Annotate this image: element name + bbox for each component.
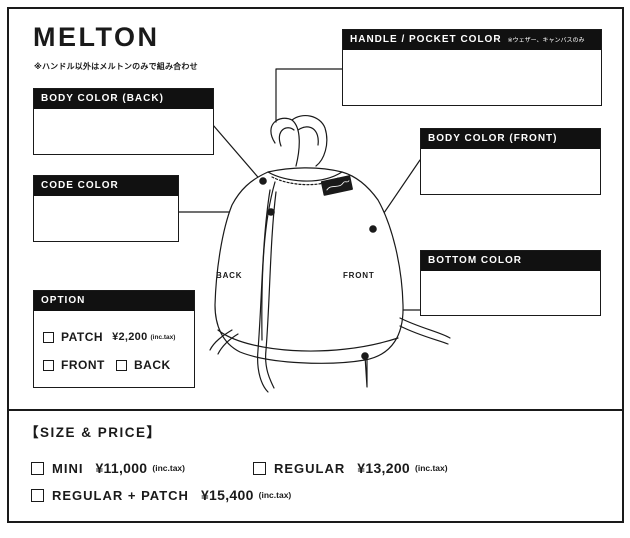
size-regular[interactable]: REGULAR ¥13,200 (inc.tax) [253, 460, 448, 476]
body-front-color-header: BODY COLOR (FRONT) [421, 129, 600, 149]
size-regular-patch-price: ¥15,400 [200, 487, 254, 503]
body-back-color-header: BODY COLOR (BACK) [34, 89, 213, 109]
bottom-color-box[interactable]: BOTTOM COLOR [420, 250, 601, 316]
size-regular-price: ¥13,200 [357, 460, 410, 476]
size-mini[interactable]: MINI ¥11,000 (inc.tax) [31, 460, 185, 476]
option-patch-price: ¥2,200 [112, 331, 148, 343]
size-mini-tax: (inc.tax) [152, 463, 185, 473]
handle-pocket-color-header: HANDLE / POCKET COLOR※ウェザー、キャンバスのみ [343, 30, 601, 50]
option-header: OPTION [34, 291, 194, 311]
size-regular-patch-tax: (inc.tax) [258, 490, 292, 500]
bag-label-back: BACK [216, 271, 243, 280]
bottom-color-header: BOTTOM COLOR [421, 251, 600, 271]
page-subtitle: ※ハンドル以外はメルトンのみで組み合わせ [34, 62, 198, 71]
body-back-color-box[interactable]: BODY COLOR (BACK) [33, 88, 214, 155]
size-price-title: 【SIZE & PRICE】 [25, 425, 162, 440]
bag-label-front: FRONT [343, 271, 375, 280]
option-back[interactable]: BACK [116, 358, 171, 372]
option-box: OPTION PATCH ¥2,200 (inc.tax) FRONT BACK [33, 290, 195, 388]
size-regular-patch[interactable]: REGULAR + PATCH ¥15,400 (inc.tax) [31, 487, 291, 503]
option-front[interactable]: FRONT [43, 358, 105, 372]
option-patch-tax: (inc.tax) [150, 333, 176, 341]
size-regular-tax: (inc.tax) [415, 463, 448, 473]
code-color-box[interactable]: CODE COLOR [33, 175, 179, 242]
checkbox-back[interactable] [116, 359, 127, 371]
option-patch[interactable]: PATCH ¥2,200 (inc.tax) [43, 330, 175, 344]
checkbox-regular-patch[interactable] [31, 488, 44, 502]
form-frame [7, 7, 624, 523]
code-color-header: CODE COLOR [34, 176, 178, 196]
handle-pocket-color-box[interactable]: HANDLE / POCKET COLOR※ウェザー、キャンバスのみ [342, 29, 602, 106]
checkbox-front[interactable] [43, 359, 54, 371]
body-front-color-box[interactable]: BODY COLOR (FRONT) [420, 128, 601, 195]
checkbox-mini[interactable] [31, 461, 44, 475]
size-mini-price: ¥11,000 [95, 460, 148, 476]
checkbox-patch[interactable] [43, 331, 54, 343]
checkbox-regular[interactable] [253, 461, 266, 475]
page-title: MELTON [33, 22, 160, 52]
handle-pocket-note: ※ウェザー、キャンバスのみ [507, 38, 585, 44]
section-divider [7, 409, 624, 411]
